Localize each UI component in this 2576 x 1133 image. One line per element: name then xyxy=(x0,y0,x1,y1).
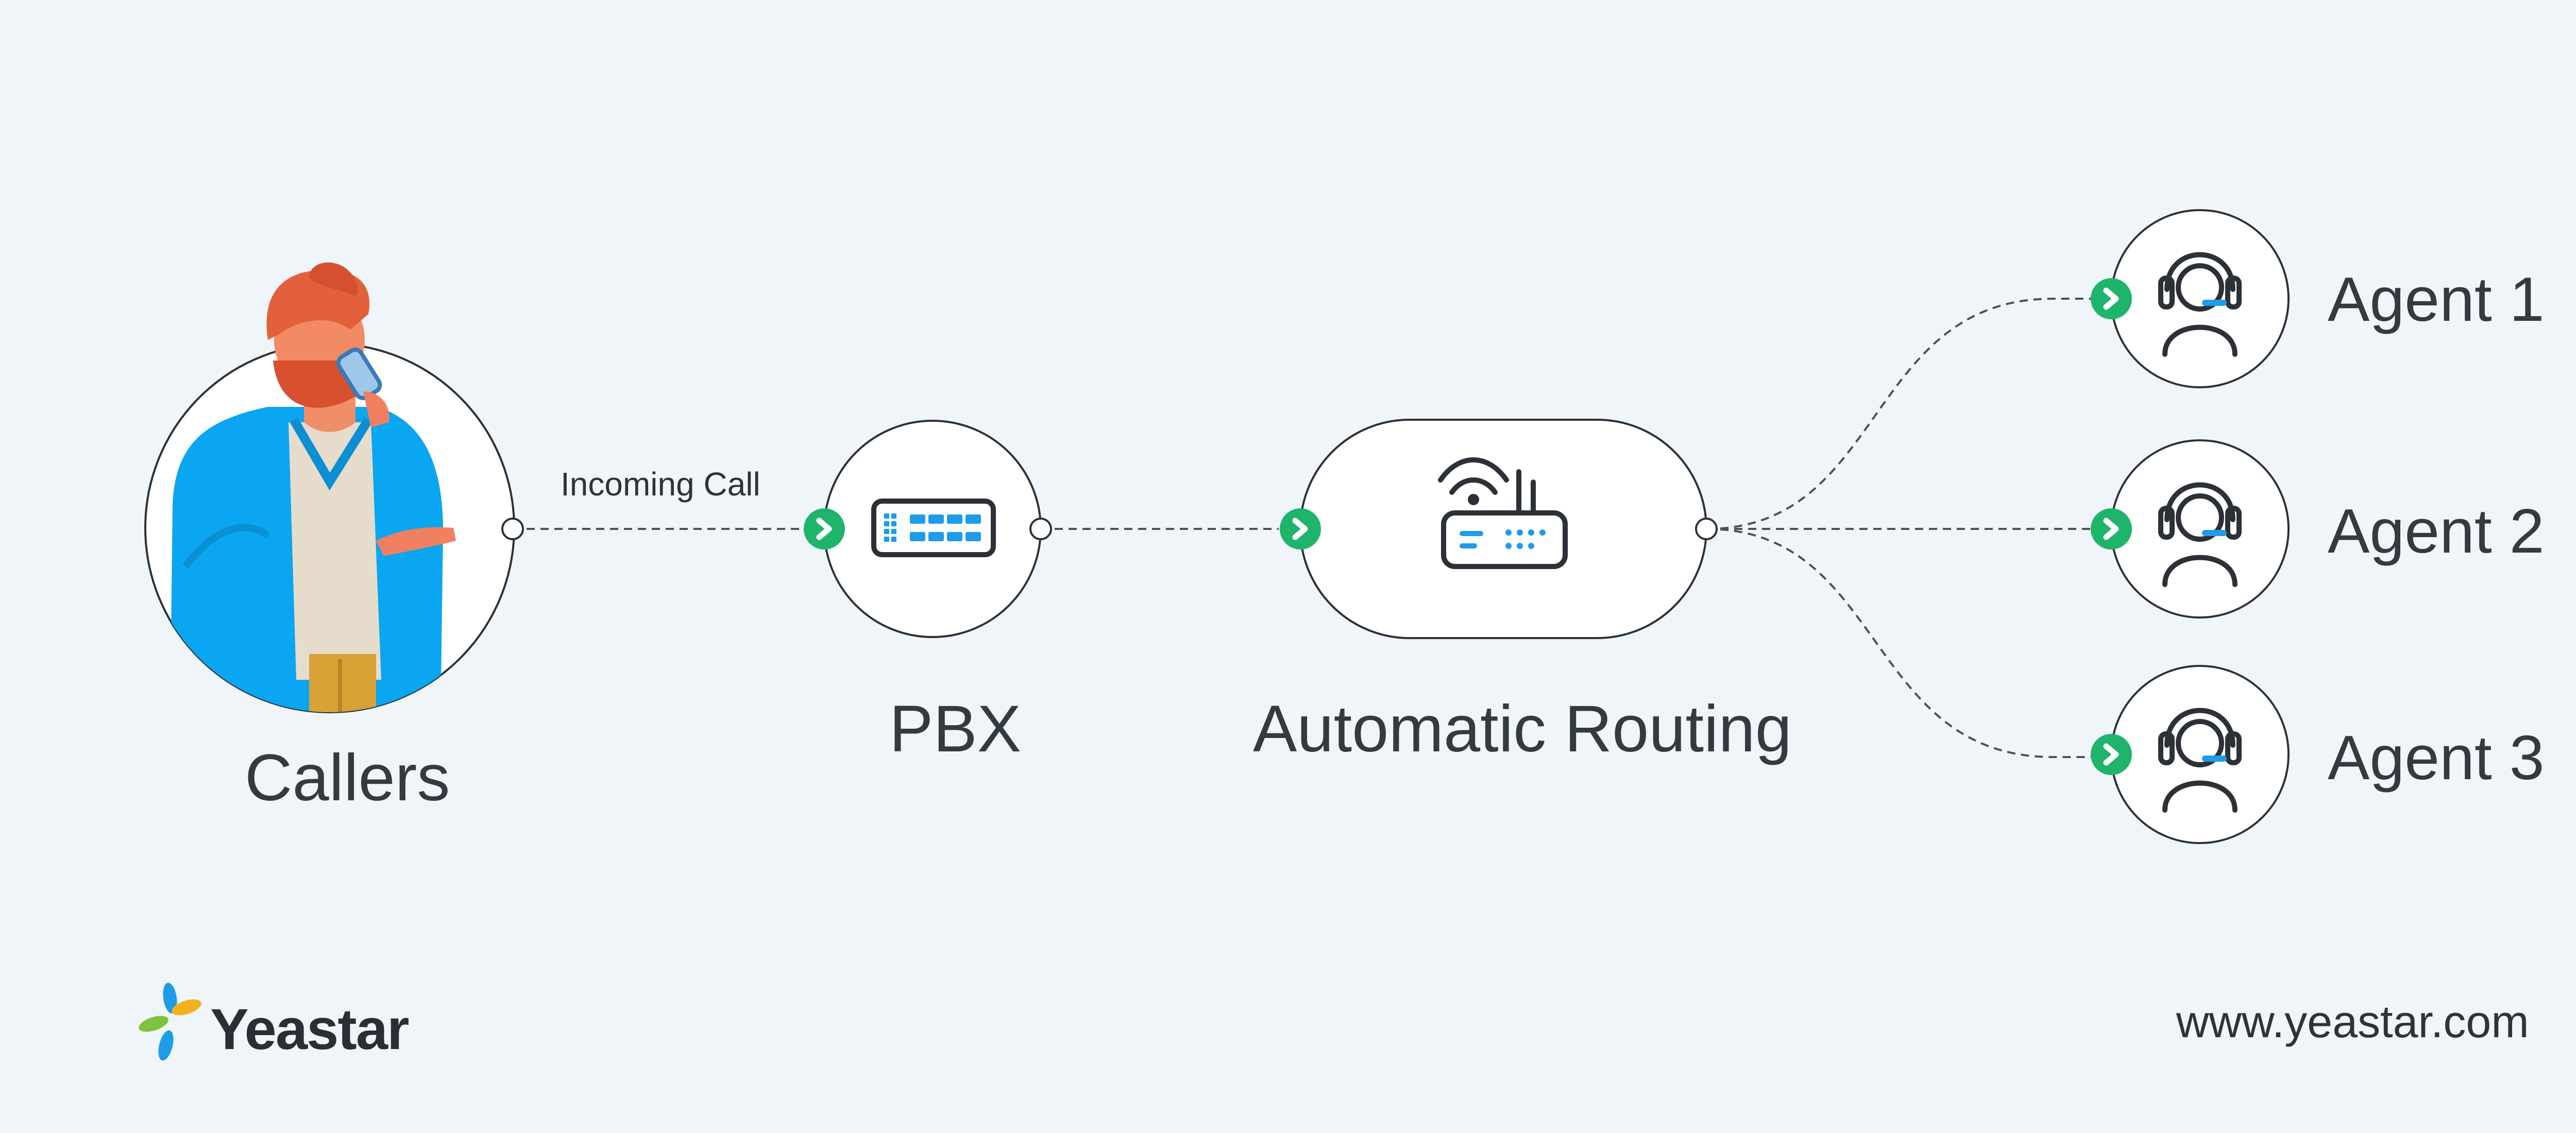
routing-node xyxy=(1280,419,1718,639)
chevron-right-icon xyxy=(2091,508,2132,550)
connector-lines xyxy=(513,298,2091,758)
chevron-right-icon xyxy=(804,508,845,550)
agent-node-2 xyxy=(2091,439,2290,619)
node-label-callers: Callers xyxy=(245,741,450,815)
pbx-device-icon xyxy=(871,499,996,557)
node-label-pbx: PBX xyxy=(889,692,1022,766)
line-routing-to-agent-1 xyxy=(1706,298,2091,530)
router-icon xyxy=(1438,457,1568,569)
chevron-right-icon xyxy=(1280,508,1321,550)
agent-label-1: Agent 1 xyxy=(2328,264,2545,334)
agent-node-1 xyxy=(2091,209,2290,388)
node-label-automatic-routing: Automatic Routing xyxy=(1253,692,1792,766)
callers-node xyxy=(144,262,524,713)
agent-node-3 xyxy=(2091,665,2290,844)
edge-label-incoming-call: Incoming Call xyxy=(561,466,760,503)
website-url: www.yeastar.com xyxy=(2176,996,2529,1047)
yeastar-logo-icon xyxy=(139,983,201,1061)
agent-label-2: Agent 2 xyxy=(2328,496,2545,566)
line-routing-to-agent-3 xyxy=(1706,528,2091,758)
chevron-right-icon xyxy=(2091,278,2132,319)
agent-label-3: Agent 3 xyxy=(2328,723,2545,793)
pbx-node xyxy=(804,420,1052,638)
brand-name: Yeastar xyxy=(210,997,410,1061)
chevron-right-icon xyxy=(2091,734,2132,775)
person-on-phone-illustration xyxy=(170,262,456,712)
